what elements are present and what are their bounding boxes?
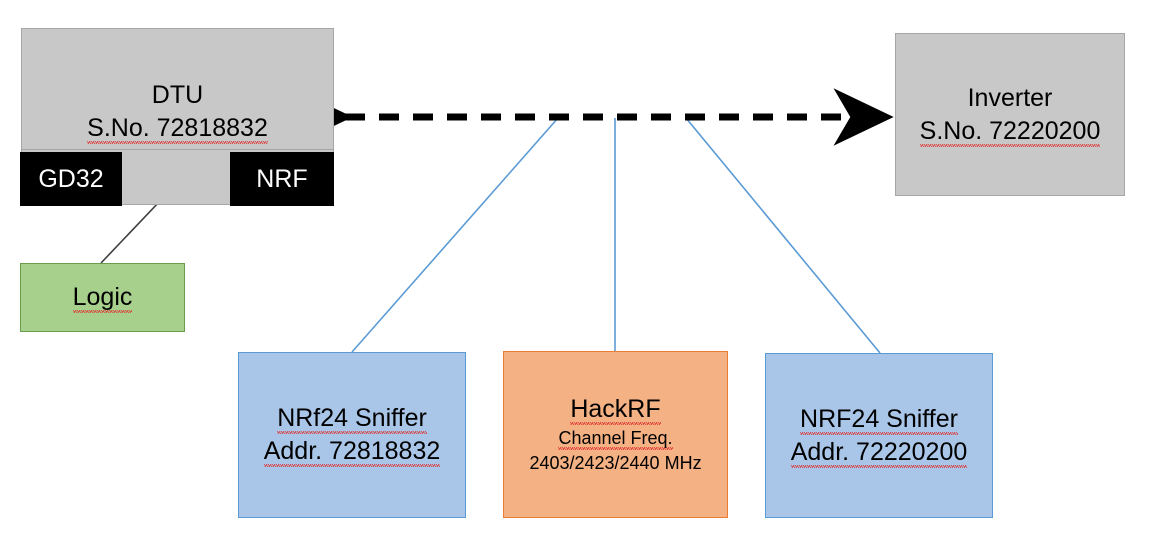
- gd32-label: GD32: [38, 164, 104, 193]
- nrf24-sniffer-right-node[interactable]: NRF24 Sniffer Addr. 72220200: [765, 353, 993, 518]
- logic-analyzer-node[interactable]: Logic: [20, 263, 185, 332]
- sniffer-right-address: Addr. 72220200: [790, 437, 968, 468]
- hackrf-label: HackRF: [570, 395, 661, 425]
- sniffer-right-label: NRF24 Sniffer: [800, 404, 958, 435]
- dtu-serial: S.No. 72818832: [87, 114, 268, 144]
- logic-label: Logic: [72, 283, 133, 313]
- nrf-chip[interactable]: NRF: [230, 152, 334, 206]
- sniffer-left-label: NRf24 Sniffer: [277, 404, 427, 434]
- inverter-label: Inverter: [967, 83, 1053, 112]
- inverter-node[interactable]: Inverter S.No. 72220200: [895, 33, 1125, 196]
- nrf-label: NRF: [256, 164, 308, 193]
- hackrf-frequencies: 2403/2423/2440 MHz: [529, 453, 702, 473]
- hackrf-node[interactable]: HackRF Channel Freq. 2403/2423/2440 MHz: [503, 351, 728, 518]
- dtu-node[interactable]: DTU S.No. 72818832: [21, 28, 334, 150]
- sniffer-left-address: Addr. 72818832: [263, 437, 441, 467]
- dtu-label: DTU: [151, 81, 204, 109]
- nrf24-sniffer-left-node[interactable]: NRf24 Sniffer Addr. 72818832: [238, 352, 466, 518]
- sniffer-left-tap: [351, 117, 559, 353]
- sniffer-right-tap: [685, 117, 881, 354]
- inverter-serial: S.No. 72220200: [919, 116, 1101, 147]
- hackrf-caption: Channel Freq.: [558, 428, 673, 450]
- gd32-chip[interactable]: GD32: [20, 152, 122, 206]
